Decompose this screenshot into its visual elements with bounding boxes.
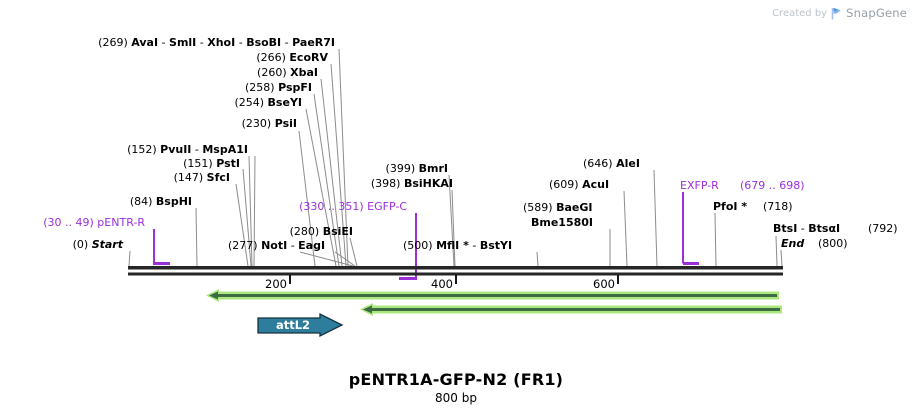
label-baeGI[interactable]: (589) BaeGI — [523, 201, 592, 214]
leader-line — [248, 155, 253, 267]
label-mflI-bstYI[interactable]: (500) MflI * - BstYI — [403, 239, 512, 252]
leader-line — [320, 78, 343, 267]
leader-line — [298, 130, 316, 267]
leader-line — [338, 48, 349, 267]
label-bmrI[interactable]: (399) BmrI — [386, 162, 448, 175]
label-egfp-c[interactable]: (330 .. 351) EGFP-C — [299, 200, 407, 213]
sequence-bar-bottom — [128, 272, 783, 276]
orf-arrow-2-head[interactable] — [363, 305, 372, 314]
label-end[interactable]: End(800) — [781, 237, 848, 250]
label-acuI[interactable]: (609) AcuI — [549, 178, 609, 191]
leader-line — [253, 155, 256, 267]
leader-line — [313, 93, 340, 267]
feature-label-attL2: attL2 — [276, 318, 310, 332]
label-pentr-r[interactable]: (30 .. 49) pENTR-R — [43, 216, 145, 229]
leader-line — [653, 169, 658, 267]
label-exfp-r[interactable]: EXFP-R(679 .. 698) — [680, 179, 805, 192]
label-start[interactable]: (0) Start — [73, 238, 124, 251]
label-pvuII-mspA1I[interactable]: (152) PvuII - MspA1I — [127, 143, 248, 156]
label-bspHI[interactable]: (84) BspHI — [130, 195, 192, 208]
label-bsiHKAI[interactable]: (398) BsiHKAI — [371, 177, 453, 190]
label-notI-eagI[interactable]: (277) NotI - EagI — [228, 239, 325, 252]
label-ecoRV[interactable]: (266) EcoRV — [256, 51, 328, 64]
ruler-tick-label-400: 400 — [431, 277, 453, 291]
label-psiI[interactable]: (230) PsiI — [242, 117, 297, 130]
label-pfoI[interactable]: PfoI *(718) — [713, 200, 793, 213]
feature-arrow-attL2[interactable] — [257, 312, 344, 338]
watermark: Created by SnapGene — [772, 6, 907, 20]
leader-line — [330, 63, 347, 267]
label-sfcI[interactable]: (147) SfcI — [174, 171, 230, 184]
snapgene-flag-icon — [831, 7, 841, 19]
label-pstI[interactable]: (151) PstI — [183, 157, 240, 170]
label-avaI-group[interactable]: (269) AvaI - SmlI - XhoI - BsoBI - PaeR7… — [98, 36, 335, 49]
label-pspFI[interactable]: (258) PspFI — [245, 81, 312, 94]
leader-line — [349, 237, 358, 267]
leader-line — [334, 251, 356, 267]
label-btsI-btsaI[interactable]: BtsI - BtsαI(792) — [773, 222, 898, 235]
leader-line — [780, 249, 783, 267]
leader-line — [448, 174, 455, 267]
leader-line — [536, 251, 539, 267]
leader-line — [451, 189, 456, 267]
label-bseYI[interactable]: (254) BseYI — [234, 96, 302, 109]
ruler-tick-label-200: 200 — [265, 277, 287, 291]
label-aleI[interactable]: (646) AleI — [583, 157, 640, 170]
leader-line — [299, 251, 354, 267]
leader-line — [623, 190, 628, 267]
label-bsiEI[interactable]: (280) BsiEI — [290, 225, 353, 238]
watermark-created-by: Created by — [772, 7, 828, 19]
leader-line — [128, 250, 131, 267]
leader-line — [242, 168, 252, 267]
leader-line — [775, 235, 778, 267]
leader-line — [235, 183, 249, 267]
ruler-tick-label-600: 600 — [593, 277, 615, 291]
orf-arrow-1-head[interactable] — [209, 291, 218, 300]
leader-line — [714, 212, 717, 267]
leader-line — [305, 108, 337, 267]
label-xbaI[interactable]: (260) XbaI — [257, 66, 318, 79]
label-bme1580I[interactable]: Bme1580I — [531, 216, 593, 229]
sequence-bar-top — [128, 266, 783, 270]
watermark-brand: SnapGene — [846, 6, 907, 20]
leader-line — [195, 207, 198, 267]
